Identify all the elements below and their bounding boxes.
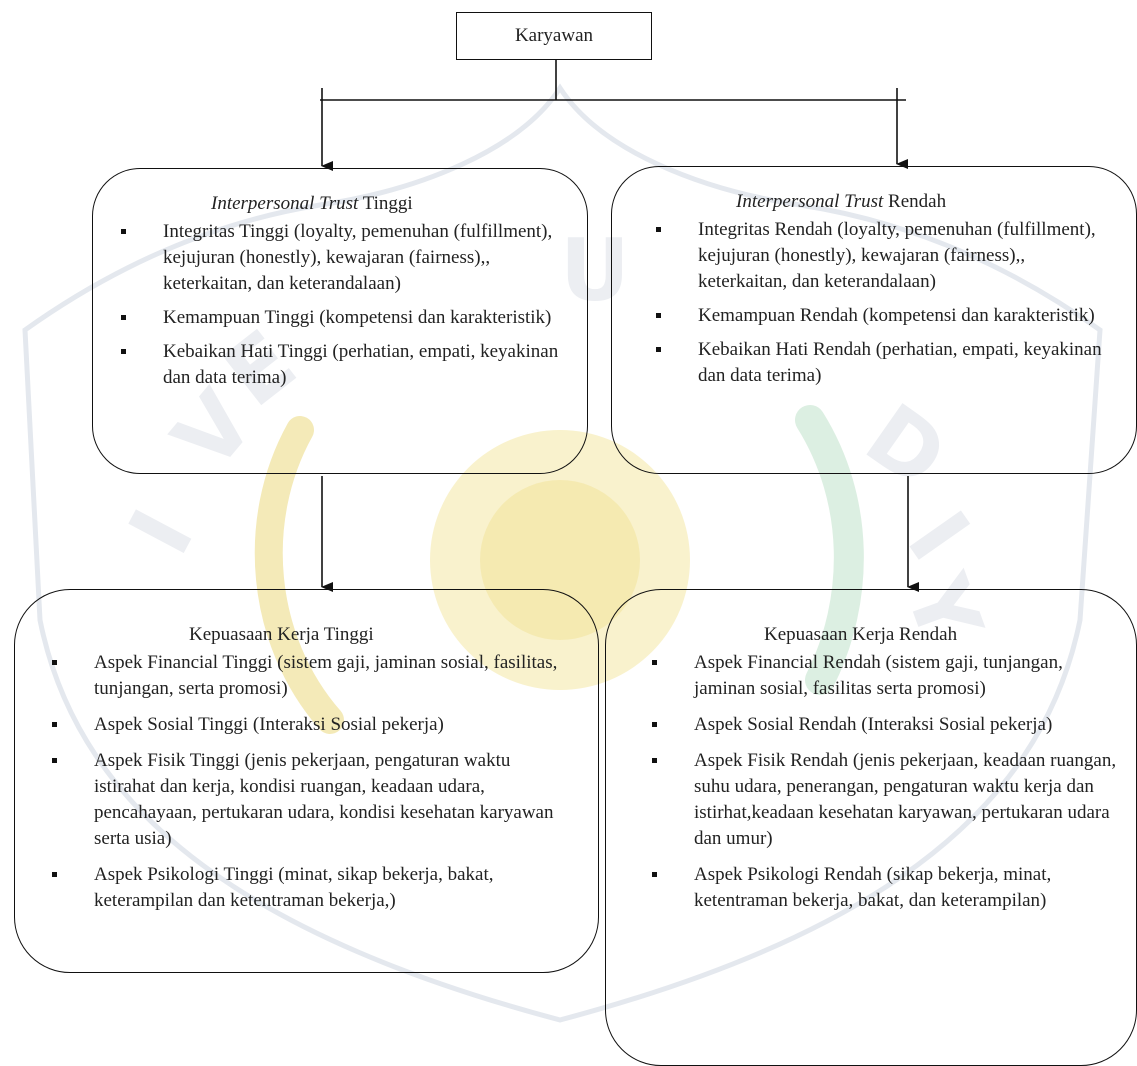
- list-item: Aspek Sosial Rendah (Interaksi Sosial pe…: [652, 712, 1124, 738]
- list-item: Aspek Sosial Tinggi (Interaksi Sosial pe…: [52, 712, 574, 738]
- svg-text:U: U: [560, 221, 630, 321]
- node-kepuasaan-kerja-rendah: Kepuasaan Kerja Rendah Aspek Financial R…: [605, 589, 1137, 1066]
- list-item: Kemampuan Tinggi (kompetensi dan karakte…: [121, 305, 561, 331]
- list-item: Kemampuan Rendah (kompetensi dan karakte…: [656, 303, 1112, 329]
- list-item: Kebaikan Hati Rendah (perhatian, empati,…: [656, 337, 1112, 389]
- node-kepuasaan-kerja-tinggi: Kepuasaan Kerja Tinggi Aspek Financial T…: [14, 589, 599, 973]
- interpersonal-tinggi-list: Integritas Tinggi (loyalty, pemenuhan (f…: [121, 219, 561, 391]
- watermark-sun-inner: [480, 480, 640, 640]
- interpersonal-tinggi-title-rest: Tinggi: [358, 193, 413, 214]
- list-item: Integritas Tinggi (loyalty, pemenuhan (f…: [121, 219, 561, 297]
- watermark-wreath-left: [254, 416, 344, 734]
- interpersonal-tinggi-title: Interpersonal Trust Tinggi: [163, 191, 561, 217]
- kepuasan-rendah-list: Aspek Financial Rendah (sistem gaji, tun…: [652, 650, 1124, 914]
- node-interpersonal-trust-tinggi: Interpersonal Trust Tinggi Integritas Ti…: [92, 168, 588, 474]
- list-item: Aspek Fisik Rendah (jenis pekerjaan, kea…: [652, 748, 1124, 852]
- node-interpersonal-trust-rendah: Interpersonal Trust Rendah Integritas Re…: [611, 166, 1137, 474]
- node-karyawan: Karyawan: [456, 12, 652, 60]
- kepuasan-tinggi-title: Kepuasaan Kerja Tinggi: [189, 624, 374, 645]
- interpersonal-rendah-title-italic: Interpersonal Trust: [736, 191, 884, 212]
- kepuasan-tinggi-list: Aspek Financial Tinggi (sistem gaji, jam…: [52, 650, 574, 914]
- list-item: Aspek Financial Tinggi (sistem gaji, jam…: [52, 650, 574, 702]
- list-item: Aspek Psikologi Tinggi (minat, sikap bek…: [52, 862, 574, 914]
- list-item: Aspek Fisik Tinggi (jenis pekerjaan, pen…: [52, 748, 574, 852]
- list-item: Aspek Financial Rendah (sistem gaji, tun…: [652, 650, 1124, 702]
- interpersonal-tinggi-title-italic: Interpersonal Trust: [211, 193, 359, 214]
- list-item: Kebaikan Hati Tinggi (perhatian, empati,…: [121, 339, 561, 391]
- interpersonal-rendah-title: Interpersonal Trust Rendah: [698, 189, 1112, 215]
- watermark-shield-outline: [22, 83, 1103, 1023]
- interpersonal-rendah-title-rest: Rendah: [883, 191, 947, 212]
- list-item: Integritas Rendah (loyalty, pemenuhan (f…: [656, 217, 1112, 295]
- interpersonal-rendah-list: Integritas Rendah (loyalty, pemenuhan (f…: [656, 217, 1112, 389]
- kepuasan-rendah-title: Kepuasaan Kerja Rendah: [764, 624, 958, 645]
- node-karyawan-label: Karyawan: [514, 25, 594, 46]
- watermark-wreath-right: [795, 405, 864, 695]
- list-item: Aspek Psikologi Rendah (sikap bekerja, m…: [652, 862, 1124, 914]
